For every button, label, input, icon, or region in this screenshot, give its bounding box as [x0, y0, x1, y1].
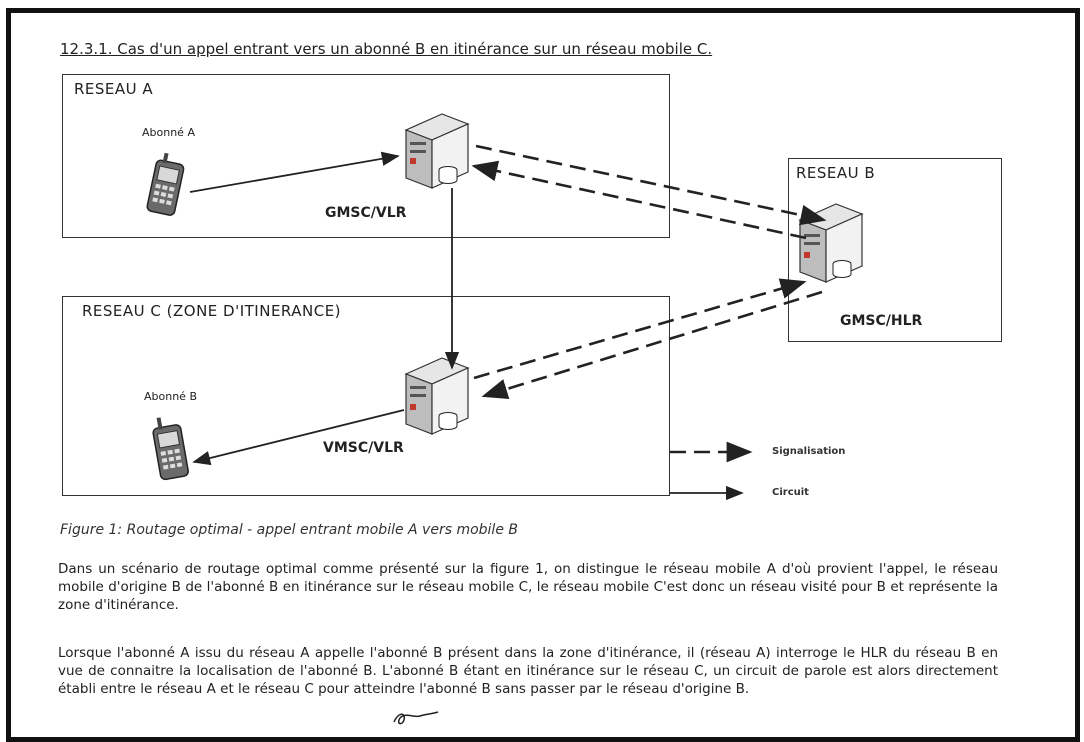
gmsc-hlr-label: GMSC/HLR	[840, 313, 923, 329]
signal-arrow-hlr-to-vmsc	[481, 290, 823, 400]
network-b-label: RESEAU B	[796, 164, 876, 182]
mobile-phone-icon	[152, 417, 189, 481]
gmsc-vlr-label: GMSC/VLR	[325, 205, 407, 221]
server-icon	[404, 113, 470, 189]
circuit-arrow-vmsc-to-b	[192, 409, 405, 466]
subscriber-b-label: Abonné B	[144, 390, 197, 403]
server-icon	[798, 203, 864, 283]
network-a-label: RESEAU A	[74, 80, 154, 98]
signal-arrow-vmsc-to-hlr	[473, 278, 807, 380]
legend-circuit-label: Circuit	[772, 487, 809, 498]
paragraph-1: Dans un scénario de routage optimal comm…	[58, 561, 998, 613]
subscriber-a-label: Abonné A	[142, 126, 195, 139]
network-b-box	[788, 158, 1002, 342]
signal-arrow-hlr-to-gmsc	[471, 160, 807, 240]
paragraph-2: Lorsque l'abonné A issu du réseau A appe…	[58, 645, 998, 697]
legend-signalisation-label: Signalisation	[772, 446, 846, 457]
server-icon	[404, 357, 470, 435]
signature-mark	[393, 711, 439, 725]
signal-arrow-gmsc-to-hlr	[475, 144, 827, 226]
circuit-arrow-a-to-gmsc	[189, 151, 400, 193]
vmsc-vlr-label: VMSC/VLR	[323, 440, 404, 456]
mobile-phone-icon	[146, 152, 185, 216]
figure-caption: Figure 1: Routage optimal - appel entran…	[60, 522, 518, 538]
network-c-label: RESEAU C (ZONE D'ITINERANCE)	[82, 302, 342, 320]
section-title: 12.3.1. Cas d'un appel entrant vers un a…	[60, 40, 713, 58]
